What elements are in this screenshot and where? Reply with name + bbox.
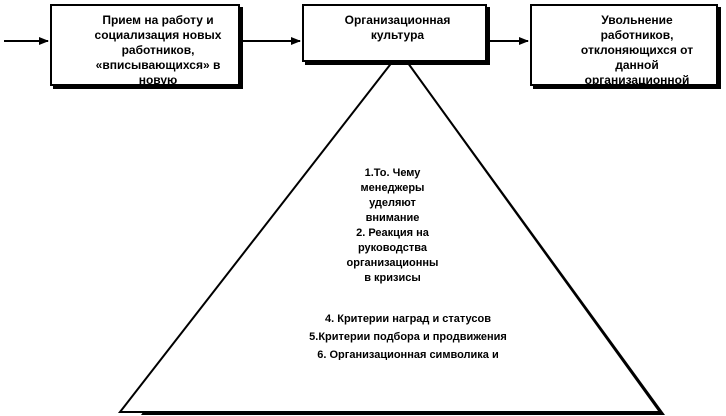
culture-triangle (117, 50, 662, 413)
factors-upper-text: 1.То. Чему менеджеры уделяют внимание 2.… (346, 167, 439, 284)
dismissal-box: Увольнение работников, отклоняющихся от … (530, 4, 718, 86)
hiring-text: Прием на работу и социализация новых раб… (94, 13, 222, 86)
dismissal-text: Увольнение работников, отклоняющихся от … (580, 13, 694, 86)
org-culture-box: Организационная культура (302, 4, 487, 62)
hiring-box: Прием на работу и социализация новых раб… (50, 4, 240, 86)
factors-lower-text: 4. Критерии наград и статусов 5.Критерии… (309, 313, 507, 360)
org-culture-text: Организационная культура (344, 13, 451, 42)
